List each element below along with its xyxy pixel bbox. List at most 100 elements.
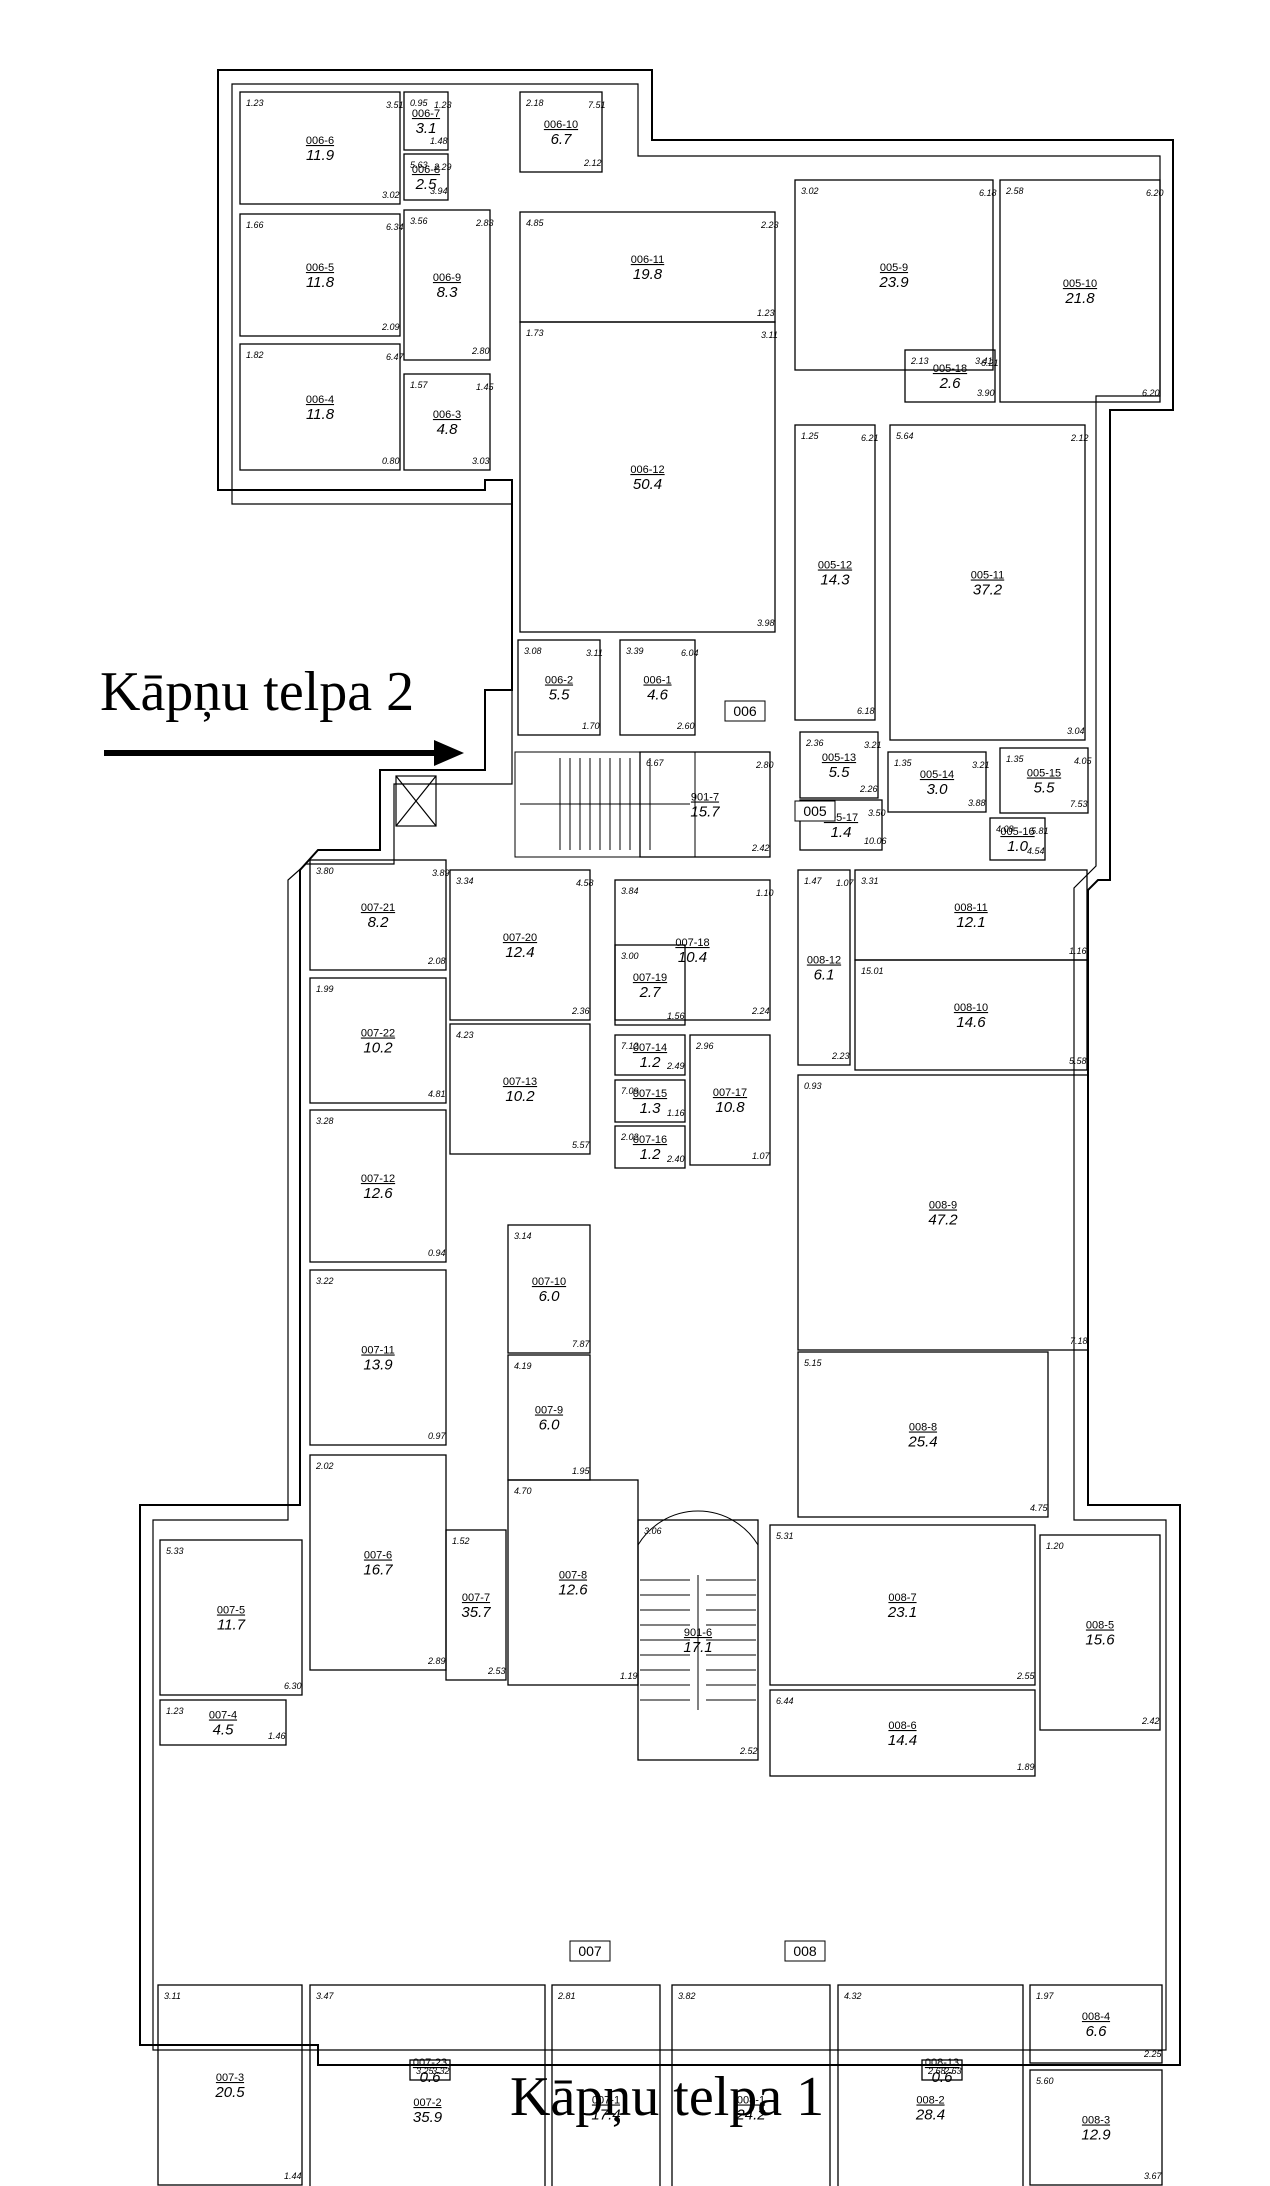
dimension-label: 0.80: [382, 456, 400, 466]
room-id: 005-18: [933, 363, 967, 375]
dimension-label: 4.23: [456, 1030, 474, 1040]
room-id: 008-10: [954, 1002, 988, 1014]
room-id: 007-18: [675, 937, 709, 949]
room-005-9: [794, 179, 994, 371]
dimension-label: 10.06: [864, 836, 887, 846]
section-tag-box: [784, 1940, 826, 1962]
dimension-label: 2.36: [805, 738, 824, 748]
dimension-label: 2.36: [571, 1006, 590, 1016]
room-006-8: [403, 153, 449, 201]
room-008-2: [837, 1984, 1024, 2186]
room-007-15: [614, 1079, 686, 1123]
dimension-label: 6.20: [1142, 388, 1160, 398]
dimension-label: 3.98: [757, 618, 775, 628]
dimension-label: 2.60: [676, 721, 695, 731]
dimension-label: 3.28: [316, 1116, 334, 1126]
room-007-1: [551, 1984, 661, 2186]
room-id: 006-6: [306, 135, 334, 147]
dimension-label: 5.60: [1036, 2076, 1054, 2086]
room-id: 007-8: [559, 1570, 587, 1582]
dimension-label: 1.47: [804, 876, 823, 886]
room-id: 008-9: [929, 1200, 957, 1212]
dimension-label: 3.02: [382, 190, 400, 200]
room-area: 1.2: [640, 1146, 662, 1163]
room-id: 007-21: [361, 902, 395, 914]
room-006-10: [519, 91, 603, 173]
dimension-label: 1.23: [757, 308, 775, 318]
room-007-21: [309, 859, 447, 971]
elevator-shaft: [395, 775, 437, 827]
staircase-1: [637, 1510, 759, 1761]
dimension-label: 1.23: [434, 100, 452, 110]
section-tag-box: [794, 800, 836, 822]
room-id: 007-10: [532, 1276, 566, 1288]
dimension-label: 3.22: [316, 1276, 334, 1286]
dimension-label: 1.07: [752, 1151, 771, 1161]
room-area: 15.6: [1085, 1632, 1115, 1649]
room-006-1: [619, 639, 696, 736]
room-area: 12.1: [956, 914, 985, 931]
dimension-label: 1.82: [246, 350, 264, 360]
dimension-label: 3.94: [430, 186, 448, 196]
room-area: 3.0: [927, 781, 949, 798]
dimension-label: 2.83: [475, 218, 494, 228]
dimension-label: 2.23: [831, 1051, 850, 1061]
dimension-label: 2.09: [381, 322, 400, 332]
room-005-18: [904, 349, 996, 403]
room-area: 2.7: [639, 984, 662, 1001]
room-area: 37.2: [973, 582, 1003, 599]
dimension-label: 6.67: [646, 758, 665, 768]
dimension-label: 15.01: [861, 966, 884, 976]
room-area: 12.4: [505, 944, 534, 961]
room-id: 006-1: [643, 675, 671, 687]
dimension-label: 3.03: [472, 456, 490, 466]
room-id: 006-4: [306, 394, 334, 406]
room-area: 28.4: [915, 2107, 945, 2124]
room-id: 007-9: [535, 1405, 563, 1417]
section-tag: 007: [578, 1943, 602, 1959]
room-007-23: [409, 2059, 451, 2081]
dimension-label: 2.80: [471, 346, 490, 356]
dimension-label: 1.52: [452, 1536, 470, 1546]
dimension-label: 3.50: [868, 808, 886, 818]
room-008-13: [921, 2059, 963, 2081]
room-area: 21.8: [1064, 290, 1095, 307]
room-id: 007-11: [361, 1345, 394, 1357]
dimension-label: 3.67: [1144, 2171, 1163, 2181]
dimension-label: 3.08: [524, 646, 542, 656]
room-008-12: [797, 869, 851, 1066]
room-id: 006-12: [630, 464, 664, 476]
room-area: 14.4: [888, 1732, 917, 1749]
dimension-label: 2.52: [739, 1746, 758, 1756]
room-id: 008-6: [888, 1720, 916, 1732]
dimension-label: 2.12: [583, 158, 602, 168]
dimension-label: 1.57: [410, 380, 429, 390]
dimension-label: 2.42: [751, 843, 770, 853]
room-area: 4.5: [213, 1722, 235, 1739]
room-id: 007-4: [209, 1710, 237, 1722]
dimension-label: 7.53: [1070, 799, 1088, 809]
dimension-label: 2.80: [755, 760, 774, 770]
room-area: 14.3: [820, 572, 850, 589]
dimension-label: 4.05: [1074, 756, 1093, 766]
room-area: 50.4: [633, 476, 662, 493]
dimension-label: 7.09: [621, 1086, 639, 1096]
room-area: 10.2: [505, 1088, 535, 1105]
dimension-label: 2.02: [620, 1132, 639, 1142]
dimension-label: 7.51: [588, 100, 606, 110]
room-007-12: [309, 1109, 447, 1263]
room-007-16: [614, 1125, 686, 1169]
room-id: 007-5: [217, 1605, 245, 1617]
room-id: 007-1: [592, 2095, 620, 2107]
dimension-label: 2.29: [433, 162, 452, 172]
room-006-9: [403, 209, 491, 361]
dimension-label: 3.56: [410, 216, 428, 226]
room-area: 10.2: [363, 1040, 393, 1057]
room-007-19: [614, 944, 686, 1026]
room-id: 007-12: [361, 1173, 395, 1185]
room-008-3: [1029, 2069, 1163, 2186]
room-area: 11.7: [217, 1617, 246, 1634]
dimension-label: 2.42: [1141, 1716, 1160, 1726]
room-area: 4.8: [437, 421, 459, 438]
dimension-label: 5.33: [166, 1546, 184, 1556]
